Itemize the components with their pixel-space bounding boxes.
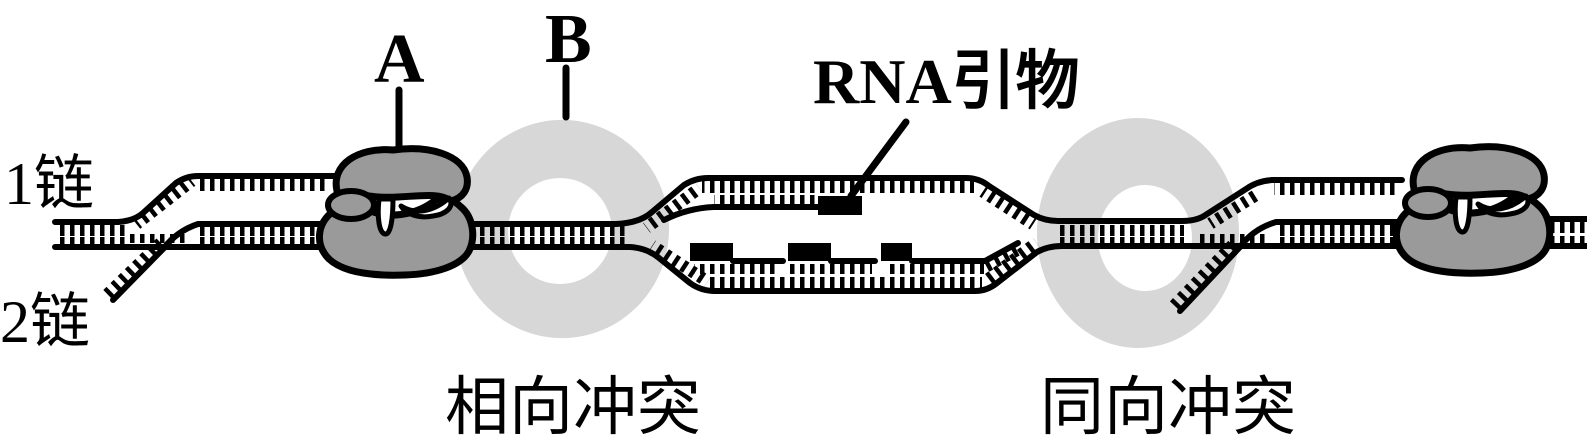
bottom-strand	[52, 243, 1587, 294]
rna-primer-label: RNA引物	[813, 46, 1080, 117]
rna-polymerase-right	[1396, 147, 1549, 273]
callout-a-label: A	[374, 21, 425, 98]
right-tail-strand	[1177, 219, 1401, 314]
nascent-leading-strand	[661, 204, 823, 223]
duplex-teeth	[1058, 225, 1184, 236]
okazaki-1-teeth	[694, 264, 780, 274]
strand2-label: 2链	[0, 289, 90, 355]
rna-primer-okazaki-2	[788, 243, 831, 261]
rna-primer-leading	[818, 196, 862, 215]
callout-b-label: B	[545, 1, 592, 78]
bubble-bottom-template-teeth	[706, 277, 982, 288]
duplex-teeth	[196, 225, 316, 236]
rna-primer-okazaki-1	[690, 243, 733, 261]
duplex-teeth	[1546, 236, 1587, 245]
okazaki-fragment-3-line	[909, 240, 1021, 264]
caption-codirectional-conflict: 同向冲突	[1040, 371, 1296, 442]
okazaki-3-teeth	[886, 264, 984, 274]
rna-primers	[690, 196, 912, 261]
duplex-teeth	[477, 225, 627, 236]
duplex-teeth	[57, 225, 125, 236]
duplex-teeth	[196, 237, 316, 245]
okazaki-3-diagonal-teeth	[984, 245, 1023, 272]
duplex-teeth	[57, 237, 125, 245]
duplex-teeth	[1546, 222, 1587, 233]
duplex-teeth	[477, 237, 627, 245]
left-fork-bottom-teeth	[648, 240, 711, 287]
duplex-teeth	[1276, 225, 1396, 236]
strand2-tail-and-bubble-top	[110, 175, 1405, 303]
strand1-label: 1链	[4, 151, 94, 217]
clamp-ring-left	[454, 119, 670, 339]
strand1-rise-teeth	[132, 176, 196, 229]
rna-polymerase-left	[319, 149, 472, 275]
dna-strands	[52, 64, 1587, 314]
left-fork-top-teeth	[642, 183, 703, 233]
strand1-displaced-left	[52, 173, 337, 225]
caption-head-on-conflict: 相向冲突	[445, 371, 701, 442]
right-junction-rise-teeth	[1207, 188, 1262, 229]
right-displaced-teeth	[1274, 183, 1398, 195]
dna-teeth	[57, 176, 1587, 312]
duplex-teeth	[1058, 237, 1184, 245]
okazaki-2-teeth	[790, 264, 872, 274]
bottom-line-short-teeth-right	[1198, 234, 1266, 243]
right-fork-bottom-teeth	[984, 237, 1041, 284]
left-tail-teeth	[101, 238, 165, 300]
duplex-teeth	[1276, 237, 1396, 245]
nascent-strand-teeth	[714, 195, 818, 205]
rna-primer-okazaki-3	[881, 243, 912, 261]
bottom-line-short-teeth-left	[128, 234, 188, 243]
right-tail-teeth	[1168, 240, 1237, 312]
strand1-teeth	[196, 179, 330, 191]
bubble-top-template-teeth	[702, 181, 974, 193]
right-fork-top-teeth	[979, 186, 1037, 230]
